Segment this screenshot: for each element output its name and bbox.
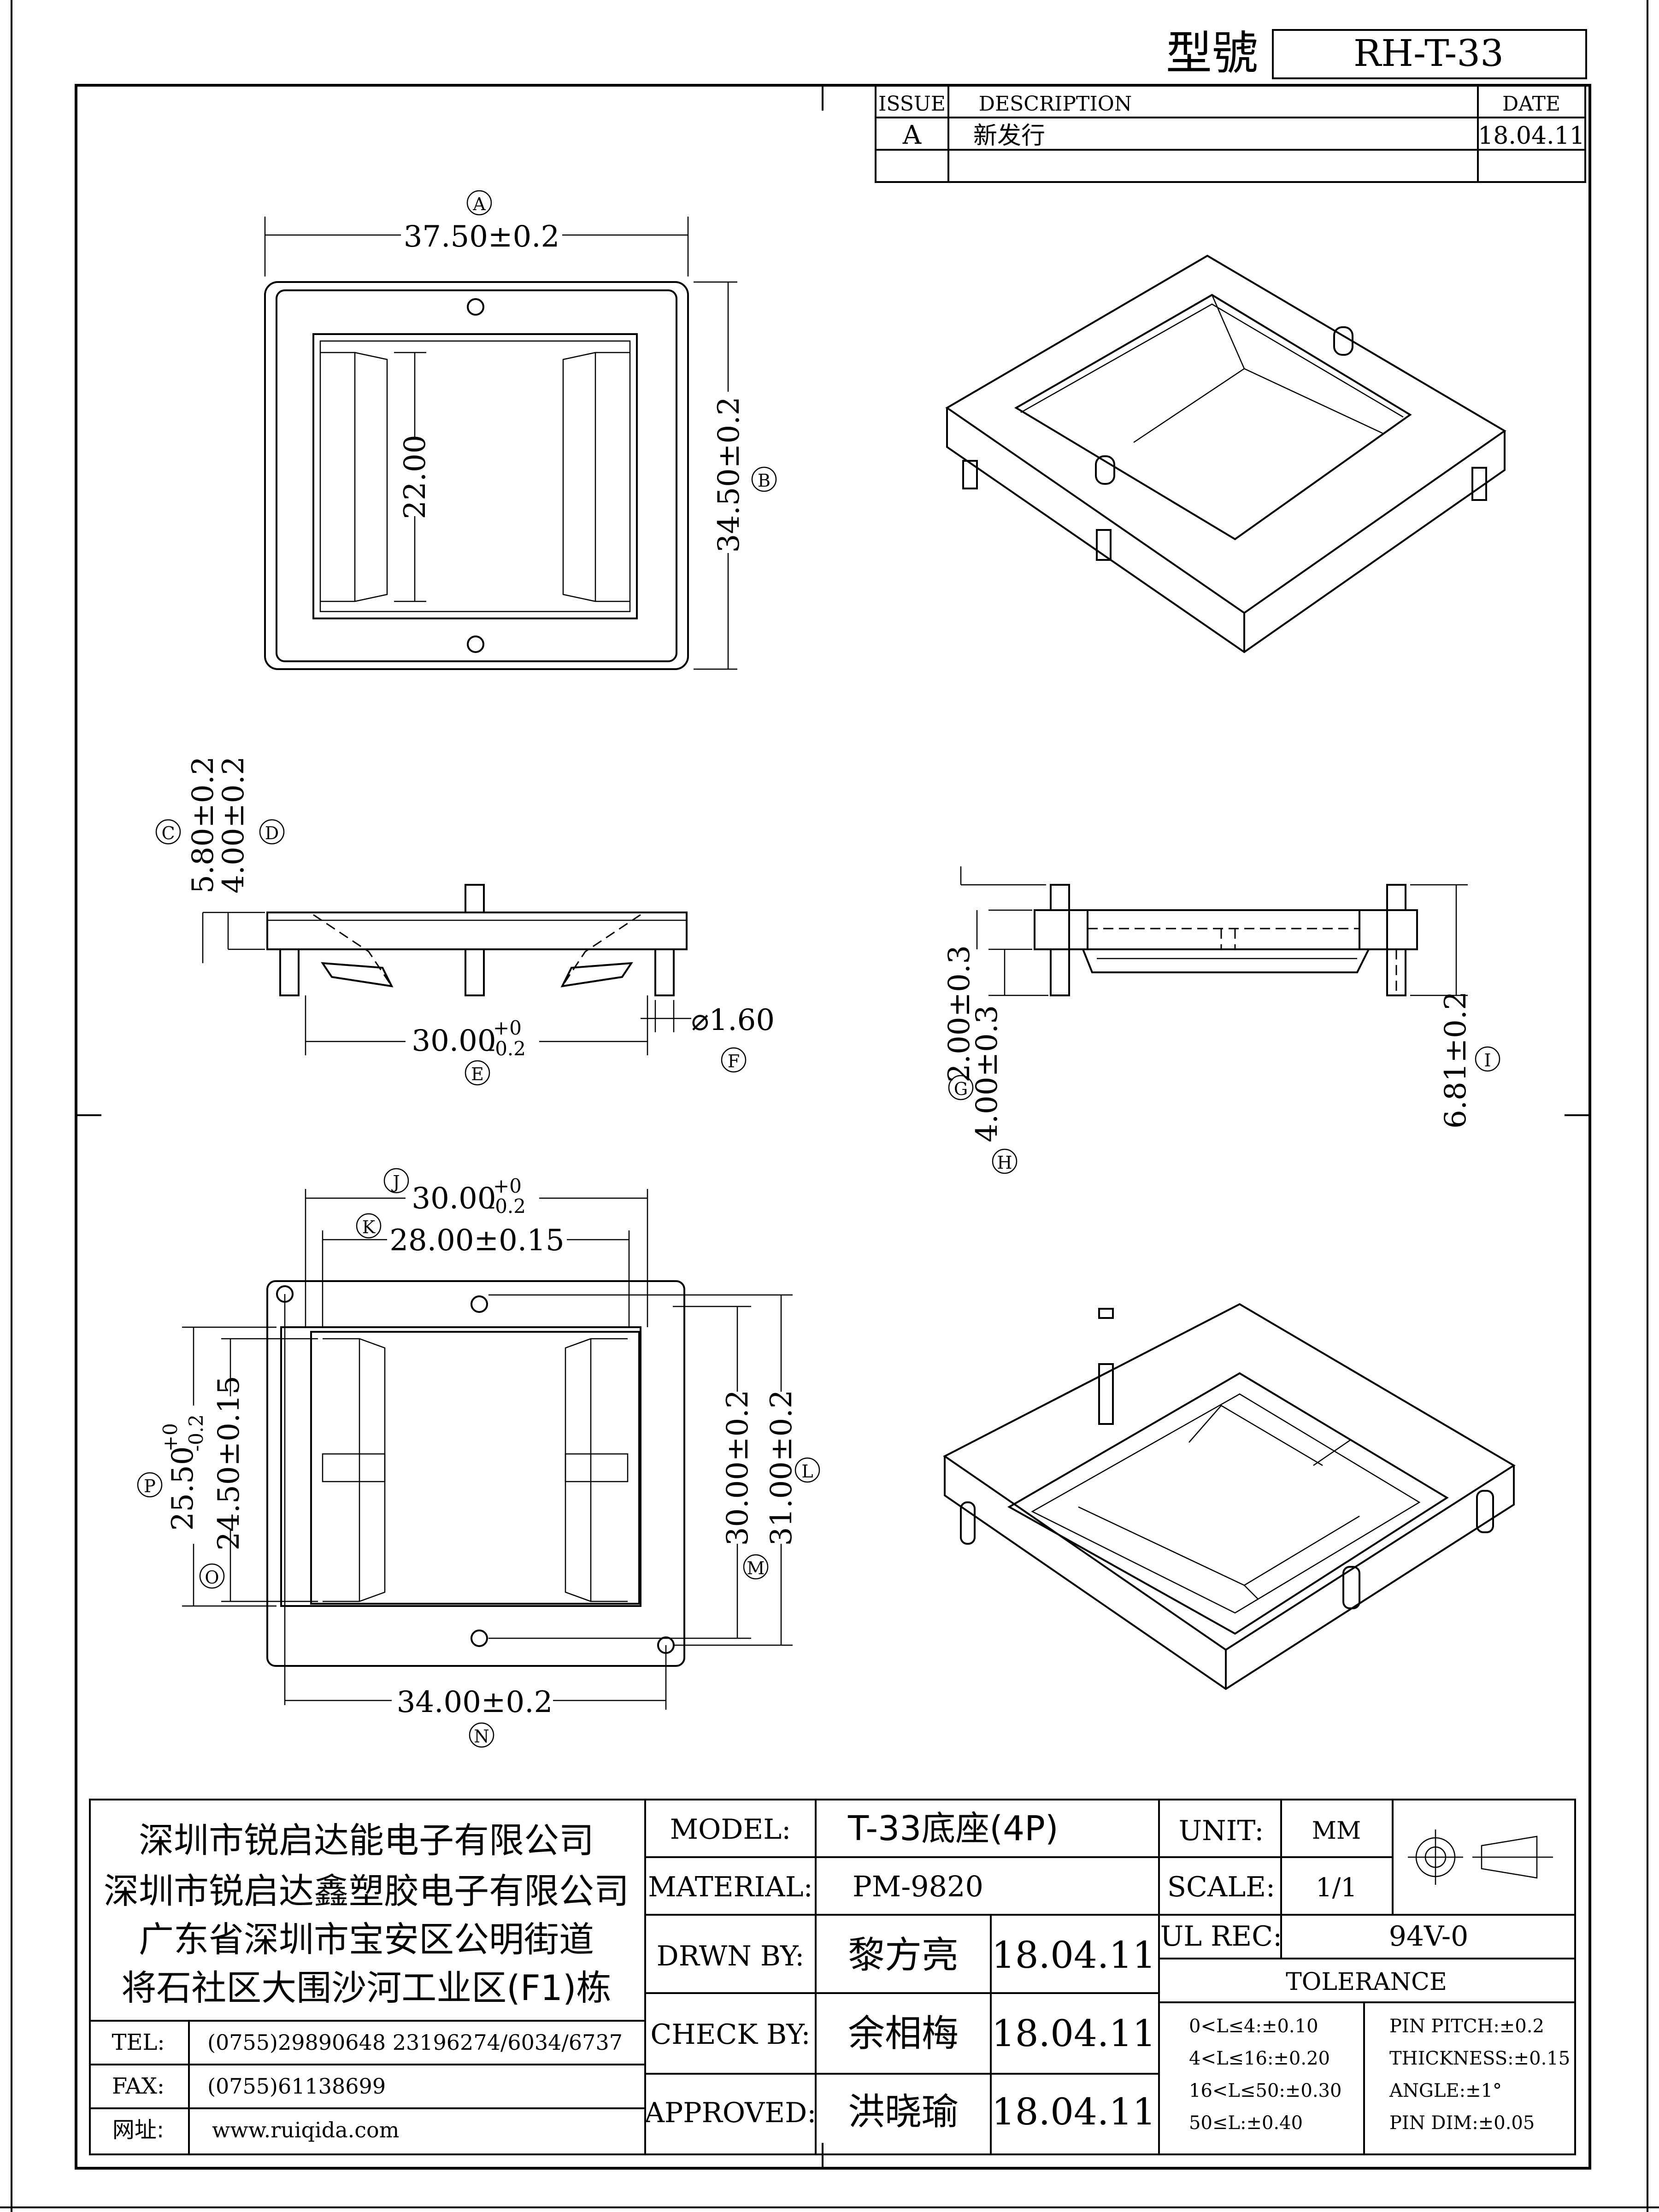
checked-label: CHECK BY: [650,2018,810,2051]
dim-i-value: 6.81±0.2 [1439,991,1473,1129]
company-line-1: 深圳市锐启达能电子有限公司 [139,1820,594,1861]
dim-a-value: 37.50±0.2 [404,220,560,254]
checked-name: 余相梅 [848,2012,959,2055]
dim-p-letter: P [144,1476,156,1496]
dim-d-value: 4.00±0.2 [217,756,251,894]
dim-22-value: 22.00 [398,435,432,519]
dim-l-letter: L [801,1461,813,1482]
model-field-value: T-33底座(4P) [847,1809,1059,1848]
tol-right-4: PIN DIM:±0.05 [1389,2112,1535,2134]
drawn-label: DRWN BY: [657,1940,805,1972]
model-field-label: MODEL: [670,1813,791,1846]
dim-a-letter: A [472,194,486,214]
dim-d-letter: D [265,823,279,843]
dim-m-letter: M [747,1558,765,1578]
dim-j-tol-down: -0.2 [488,1195,526,1218]
tol-right-2: THICKNESS:±0.15 [1389,2048,1570,2069]
company-line-3: 广东省深圳市宝安区公明街道 [139,1919,594,1960]
dim-h-letter: H [997,1153,1012,1173]
top-view: 37.50±0.2 A 34.50±0.2 B 22.00 [264,190,777,670]
tolerance-title: TOLERANCE [1286,1968,1447,1996]
dim-p-base: 25.50 [166,1446,200,1530]
drawn-date: 18.04.11 [992,1934,1156,1977]
scale-value: 1/1 [1316,1873,1357,1903]
rev-description: 新发行 [973,122,1045,150]
tol-right-1: PIN PITCH:±0.2 [1389,2016,1544,2037]
model-number: RH-T-33 [1353,32,1504,75]
dim-h-value: 4.00±0.3 [970,1005,1004,1142]
dim-c-letter: C [161,823,175,843]
tol-left-1: 0<L≤4:±0.10 [1189,2016,1318,2037]
dim-j-tol-up: +0 [493,1175,522,1197]
material-field-label: MATERIAL: [648,1871,813,1903]
company-line-4: 将石社区大围沙河工业区(F1)栋 [121,1967,611,2008]
web-value: www.ruiqida.com [212,2118,399,2142]
dim-l-value: 31.00±0.2 [765,1390,799,1546]
dim-n-value: 34.00±0.2 [397,1685,553,1719]
dim-p-tol-down: -0.2 [185,1414,207,1452]
bottom-view: 30.00 +0 -0.2 J 28.00±0.15 K 30.00±0.2 3… [137,1168,820,1748]
tol-left-2: 4<L≤16:±0.20 [1189,2048,1330,2069]
rev-date: 18.04.11 [1478,122,1585,150]
fax-label: FAX: [112,2073,165,2099]
model-number-header: 型號 RH-T-33 [1166,26,1587,80]
dim-e-letter: E [471,1064,484,1084]
iso-bottom-pins [960,1308,1494,1609]
dim-f-value: ⌀1.60 [691,1003,775,1037]
scale-label: SCALE: [1167,1871,1275,1903]
iso-bottom-view [943,1303,1516,1690]
rev-issue: A [902,120,922,150]
front-view: 5.80±0.2 4.00±0.2 C D 30.00 +0 -0.2 E ⌀1… [155,756,775,1086]
tel-label: TEL: [112,2030,165,2055]
material-field-value: PM-9820 [853,1870,983,1903]
dim-b-letter: B [758,471,771,491]
dim-f-letter: F [728,1051,740,1071]
web-label: 网址: [112,2117,164,2143]
rev-header-date: DATE [1502,92,1560,116]
revision-table: ISSUE DESCRIPTION DATE A 新发行 18.04.11 [875,84,1586,183]
iso-top-pins [962,326,1487,561]
side-view: 2.00±0.3 4.00±0.3 G H 6.81±0.2 I [942,866,1500,1174]
dim-i-letter: I [1484,1050,1491,1071]
dim-j-letter: J [391,1172,400,1192]
dim-k-value: 28.00±0.15 [389,1224,564,1258]
dim-e-tol-up: +0 [493,1017,522,1039]
unit-label: UNIT: [1179,1815,1264,1847]
drawn-name: 黎方亮 [848,1934,959,1977]
tol-left-3: 16<L≤50:±0.30 [1189,2080,1341,2101]
dim-o-value: 24.50±0.15 [212,1376,246,1550]
dim-k-letter: K [362,1217,376,1237]
title-block: 深圳市锐启达能电子有限公司 深圳市锐启达鑫塑胶电子有限公司 广东省深圳市宝安区公… [89,1799,1576,2155]
projection-symbol-icon [1408,1830,1553,1885]
dim-g-value: 2.00±0.3 [942,945,977,1082]
unit-value: MM [1312,1817,1361,1845]
iso-top-view [945,254,1506,653]
tol-left-4: 50≤L:±0.40 [1189,2112,1303,2134]
dim-b-value: 34.50±0.2 [712,397,746,553]
tol-right-3: ANGLE:±1° [1389,2080,1502,2101]
tel-value: (0755)29890648 23196274/6034/6737 [207,2030,623,2055]
rev-header-issue: ISSUE [878,92,946,116]
company-line-2: 深圳市锐启达鑫塑胶电子有限公司 [104,1871,629,1912]
rev-header-description: DESCRIPTION [979,92,1132,116]
ul-label: UL REC: [1160,1920,1282,1953]
ul-value: 94V-0 [1389,1920,1469,1953]
dim-m-value: 30.00±0.2 [721,1390,755,1546]
model-label: 型號 [1166,26,1258,80]
approved-label: APPROVED: [644,2097,817,2129]
dim-g-letter: G [954,1079,968,1099]
dim-p-tol-up: +0 [159,1423,182,1452]
dim-j-base: 30.00 [412,1182,496,1216]
dim-e-tol-down: -0.2 [488,1037,526,1060]
dim-n-letter: N [474,1726,489,1747]
approved-date: 18.04.11 [992,2090,1156,2133]
dim-o-letter: O [205,1567,219,1588]
dim-e-base: 30.00 [412,1024,496,1058]
fax-value: (0755)61138699 [207,2074,386,2099]
approved-name: 洪晓瑜 [848,2090,959,2133]
dim-c-value: 5.80±0.2 [186,756,220,894]
checked-date: 18.04.11 [992,2012,1156,2055]
